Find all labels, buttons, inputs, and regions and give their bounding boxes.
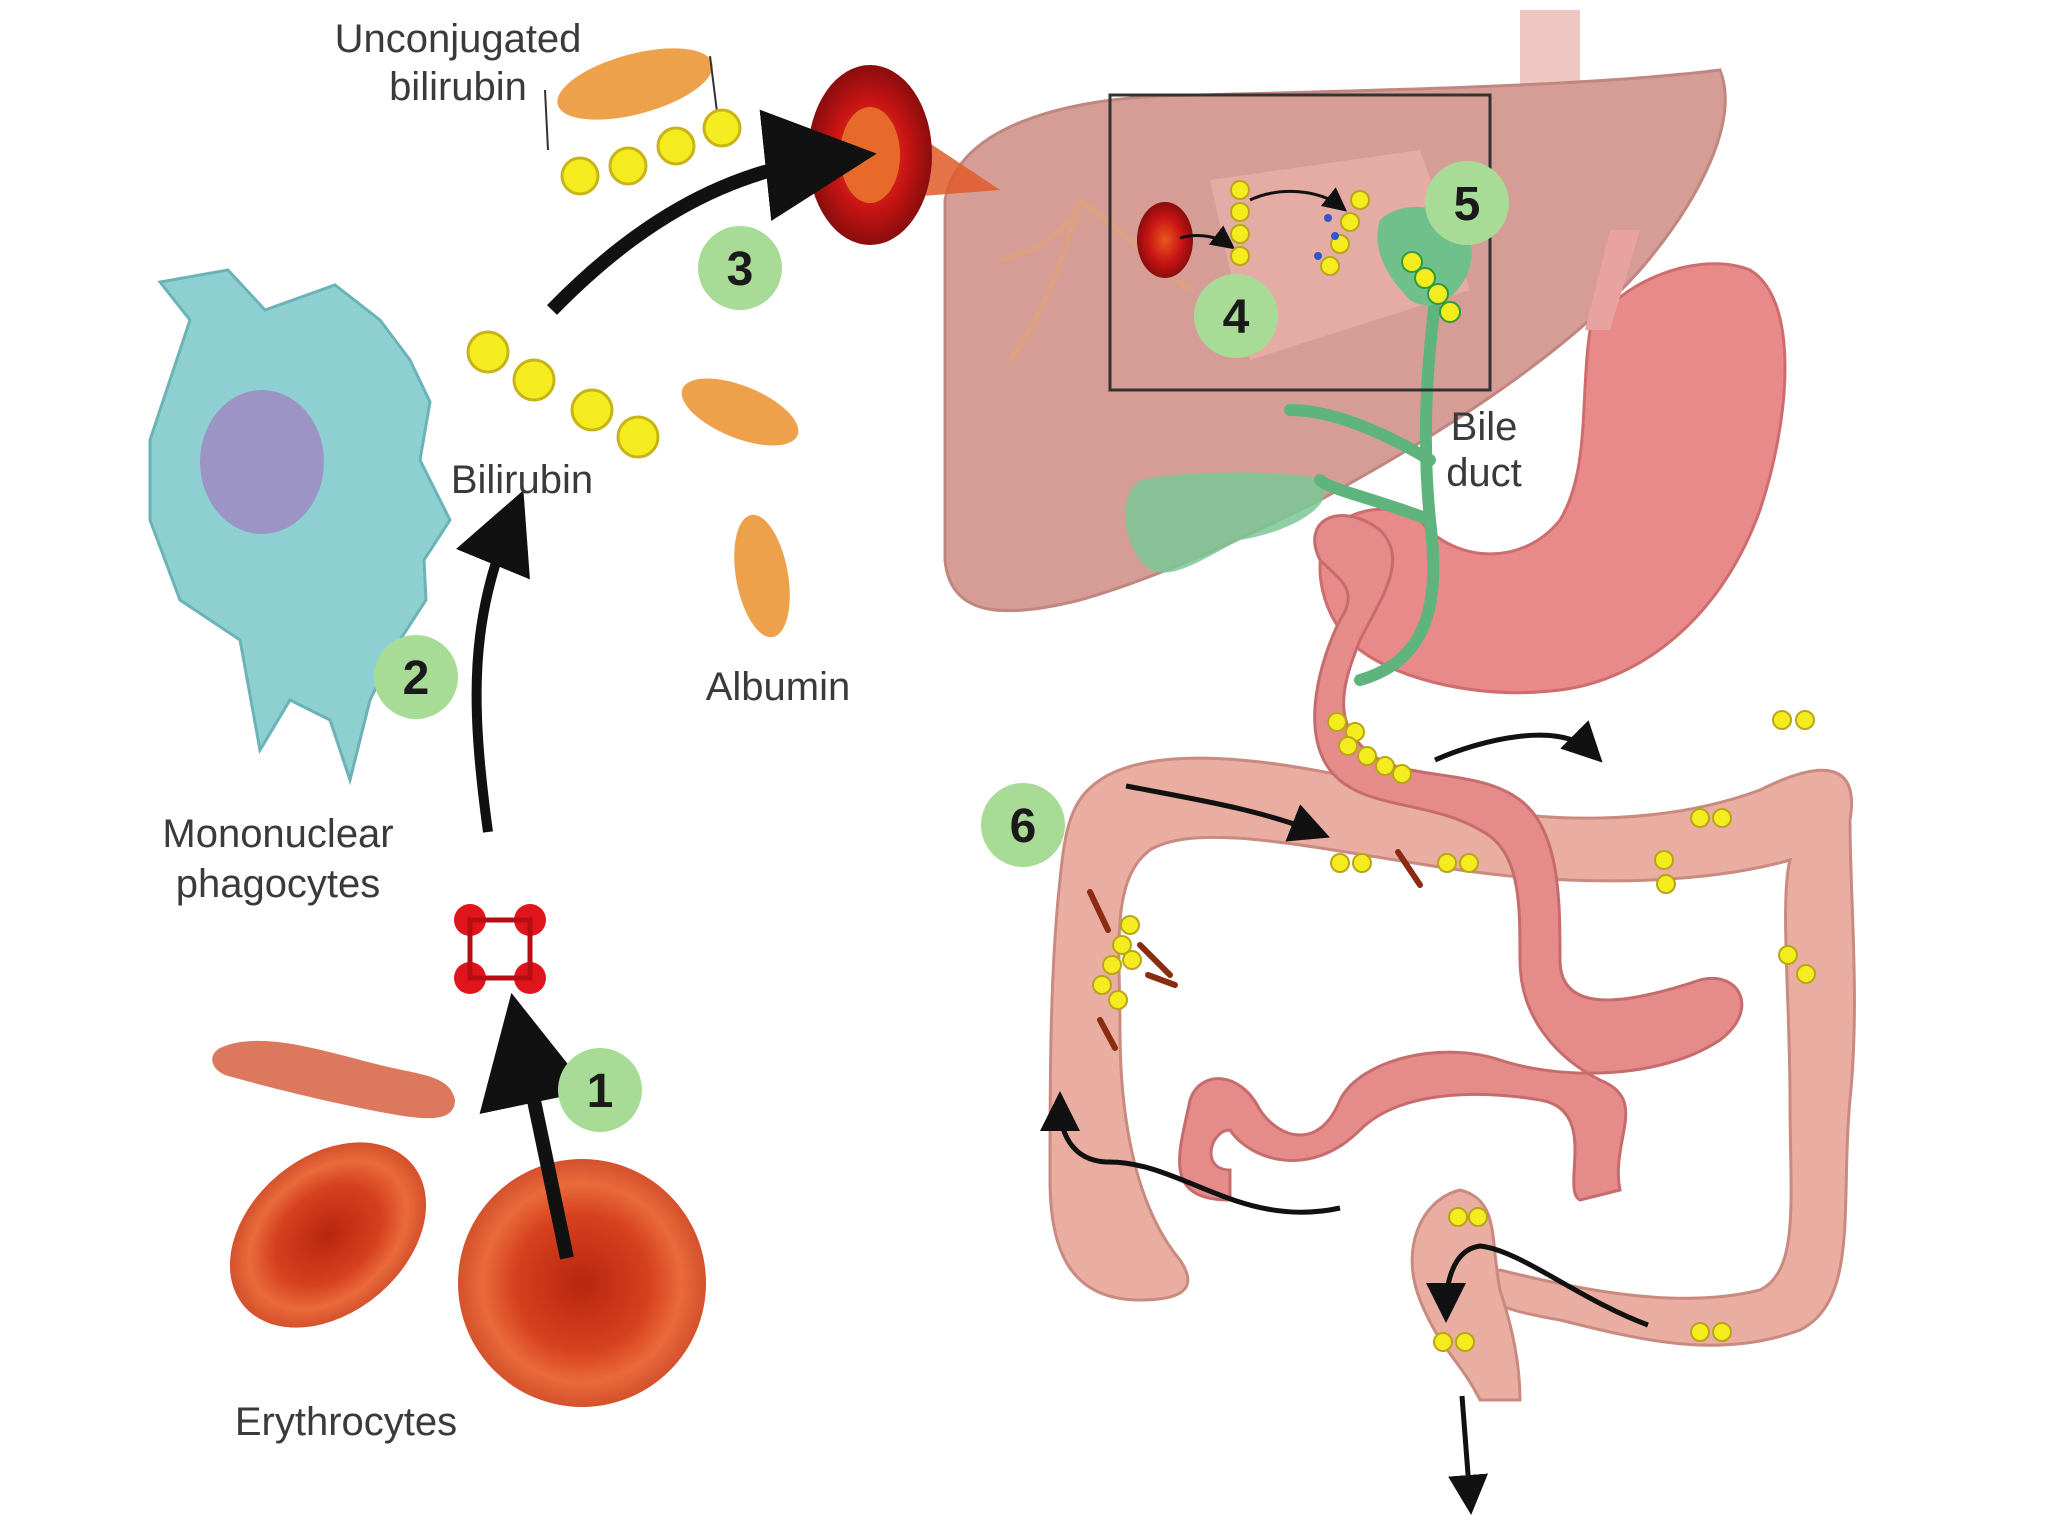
intestinal-urobilinogen-beads [1092,710,1816,1352]
step-badge-5: 5 [1425,161,1509,245]
step-number-3: 3 [727,243,754,296]
duodenum-flow-arrow [1433,720,1603,763]
step-number-2: 2 [403,652,430,705]
labels: Unconjugated bilirubin Bilirubin Albumin… [162,17,1521,1444]
label-unconjugated-line1: Unconjugated [335,17,582,61]
bilirubin-molecule [466,330,660,459]
step-badges: 1 2 3 4 5 6 [374,161,1509,1132]
small-intestine [1178,514,1744,1202]
nucleus [200,390,324,534]
inset-conjugation-arrow [1249,187,1348,212]
inset-uptake-arrow [1179,225,1236,250]
mononuclear-phagocyte [148,268,452,786]
erythrocyte-front [458,1159,706,1407]
gallbladder [1125,472,1326,573]
arrow-step-3 [546,109,877,315]
intestine-flow-arrows [1040,720,1649,1515]
esophagus [1585,230,1640,330]
step-number-5: 5 [1454,178,1481,231]
inset-vessel [1137,202,1193,278]
inset-glucuronide-dots [1314,214,1339,260]
intestinal-bacteria [1087,849,1423,1051]
arrow-step-1 [479,992,590,1260]
step-badge-4: 4 [1194,274,1278,358]
label-bilirubin: Bilirubin [451,458,593,502]
step-badge-3: 3 [698,226,782,310]
step-number-4: 4 [1223,291,1250,344]
step-badge-1: 1 [558,1048,642,1132]
label-bile-line1: Bile [1451,405,1518,449]
excretion-arrow [1448,1395,1489,1515]
erythrocyte-side-view [212,1040,455,1119]
canaliculus-bilirubin-chain [1401,251,1461,323]
heme-group [454,904,546,994]
label-erythrocytes: Erythrocytes [235,1400,457,1444]
label-albumin: Albumin [706,665,851,709]
step-number-6: 6 [1010,800,1037,853]
ascending-colon-flow-arrow [1040,1091,1341,1215]
label-unconjugated-line2: bilirubin [389,65,527,109]
step-badge-2: 2 [374,635,458,719]
step-number-1: 1 [587,1065,614,1118]
inset-frame [1108,93,1492,392]
bile-duct [1284,254,1446,686]
label-mononuclear-line2: phagocytes [176,862,381,906]
step-badge-6: 6 [981,783,1065,867]
large-intestine [1048,756,1856,1402]
transverse-colon-flow-arrow [1125,783,1330,842]
pathway-arrows [455,109,877,1260]
erythrocytes [212,1040,706,1407]
unconjugated-bilirubin-complex [544,48,742,196]
albumin-molecule-2 [734,514,790,638]
descending-colon-flow-arrow [1426,1243,1649,1328]
label-mononuclear-line1: Mononuclear [162,812,393,856]
inset-bilirubin-chain [1230,180,1370,276]
label-bile-line2: duct [1446,451,1522,495]
arrow-step-2 [455,490,530,833]
albumin-molecule-1 [681,378,799,446]
erythrocyte-tilted [229,1142,427,1328]
